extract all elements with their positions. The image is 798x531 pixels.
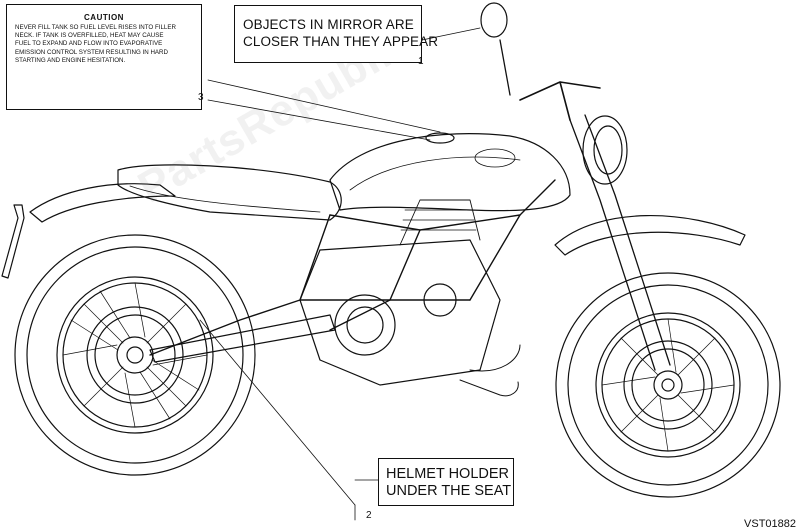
rear-wheel <box>14 234 256 476</box>
seat <box>117 164 342 221</box>
callout-number-2: 2 <box>366 510 372 521</box>
caution-line: STARTING AND ENGINE HESITATION. <box>15 56 126 64</box>
mirror-stem <box>499 39 511 96</box>
callout-number-1: 1 <box>418 56 424 67</box>
caution-line: EMISSION CONTROL SYSTEM RESULTING IN HAR… <box>15 48 168 56</box>
engine <box>299 199 501 386</box>
drawing-code: VST01882 <box>744 518 796 530</box>
caution-line: FUEL TO EXPAND AND FLOW INTO EVAPORATIVE <box>15 40 163 48</box>
rear-fender <box>29 183 176 223</box>
fuel-tank <box>329 133 571 212</box>
mirror-warning-label: OBJECTS IN MIRROR ARE CLOSER THAN THEY A… <box>234 5 438 63</box>
helmet-holder-text: HELMET HOLDER UNDER THE SEAT <box>386 466 511 500</box>
mirror-line: CLOSER THAN THEY APPEAR <box>243 34 439 49</box>
license-plate-holder <box>1 204 25 279</box>
caution-line: NEVER FILL TANK SO FUEL LEVEL RISES INTO… <box>15 24 176 31</box>
handlebar <box>519 81 601 121</box>
rear-brake-disc <box>86 306 184 404</box>
mirror-warning-text: OBJECTS IN MIRROR ARE CLOSER THAN THEY A… <box>243 16 438 50</box>
helmet-line: UNDER THE SEAT <box>386 483 512 499</box>
caution-line: NECK. IF TANK IS OVERFILLED, HEAT MAY CA… <box>15 32 164 40</box>
mirror <box>480 2 508 38</box>
headlight <box>582 115 628 185</box>
helmet-holder-label: HELMET HOLDER UNDER THE SEAT <box>378 458 514 506</box>
caution-text: NEVER FILL TANK SO FUEL LEVEL RISES INTO… <box>15 24 201 65</box>
frame <box>149 179 556 356</box>
front-fork <box>569 114 671 371</box>
exhaust <box>459 344 521 397</box>
front-wheel <box>555 272 781 498</box>
helmet-line: HELMET HOLDER <box>386 466 510 482</box>
callout-number-3: 3 <box>198 92 204 103</box>
caution-fuel-label: CAUTION NEVER FILL TANK SO FUEL LEVEL RI… <box>6 4 202 110</box>
mirror-line: OBJECTS IN MIRROR ARE <box>243 17 414 32</box>
callout-leader-lines <box>199 27 481 521</box>
front-fender <box>554 215 746 256</box>
front-brake-disc <box>623 340 713 430</box>
caution-title: CAUTION <box>84 13 124 22</box>
